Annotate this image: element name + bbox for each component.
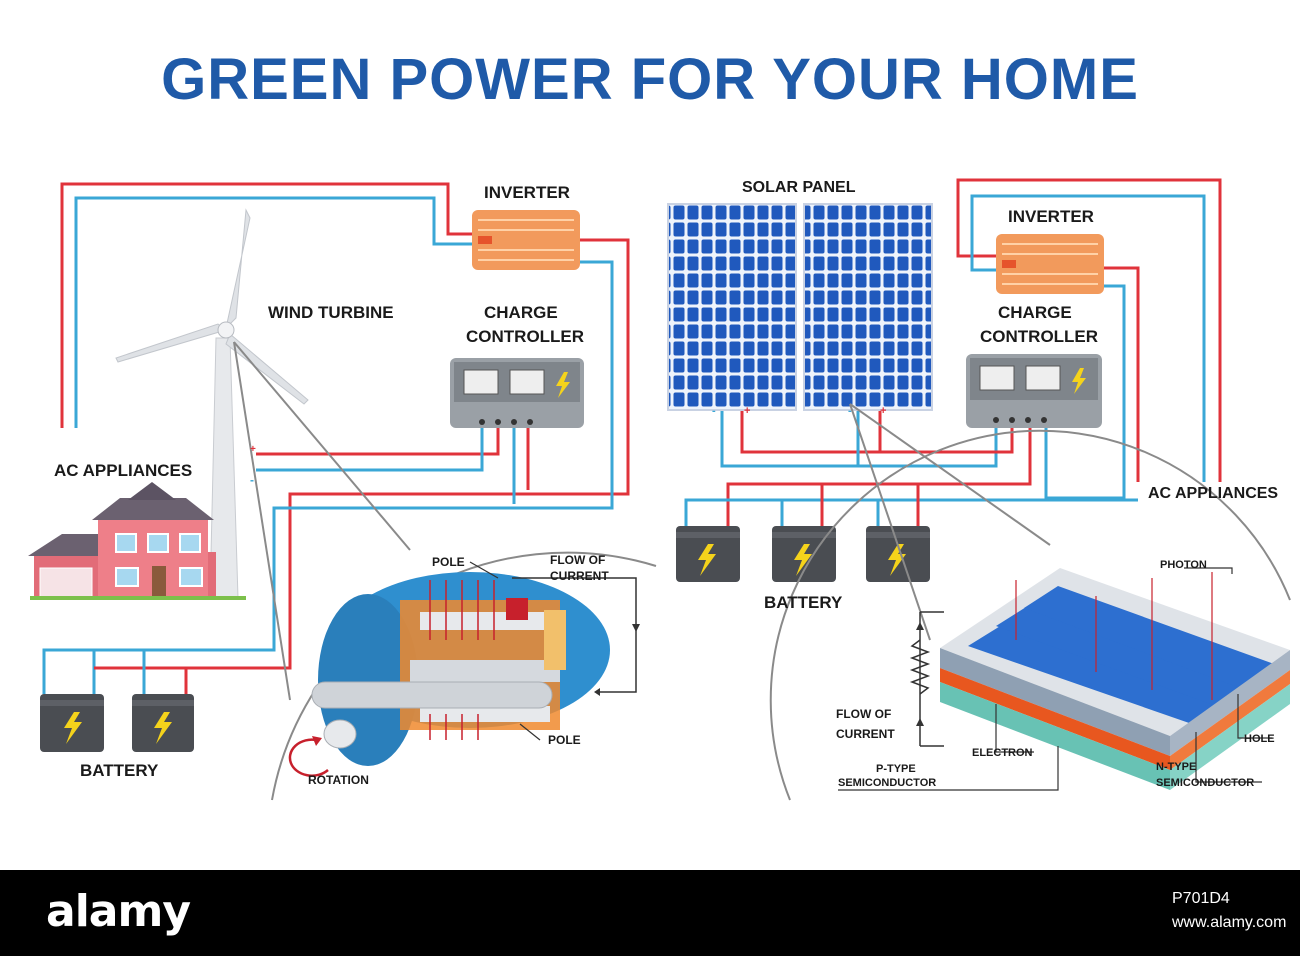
label-charge-left-1: CHARGE — [484, 303, 558, 322]
solar-panel-1 — [667, 203, 797, 411]
battery-left-2 — [132, 694, 194, 752]
label-charge-right-2: CONTROLLER — [980, 327, 1098, 346]
label-pole-top: POLE — [432, 555, 465, 569]
label-charge-right-1: CHARGE — [998, 303, 1072, 322]
label-battery-right: BATTERY — [764, 593, 843, 612]
inverter-left — [472, 210, 580, 270]
ac-wire-negative-left — [74, 196, 472, 428]
battery-right-2 — [772, 526, 836, 582]
turbine-wire-positive — [256, 428, 500, 456]
diagram-canvas: GREEN POWER FOR YOUR HOME — [28, 47, 1291, 801]
label-flow-top-1: FLOW OF — [550, 553, 605, 567]
left-wiring — [42, 182, 630, 694]
label-electron: ELECTRON — [972, 747, 1033, 759]
label-flow-right-2: CURRENT — [836, 727, 895, 741]
label-wind-turbine: WIND TURBINE — [268, 303, 394, 322]
terminal-plus-panel-2: + — [880, 405, 886, 417]
terminal-plus-panel-1: + — [744, 405, 750, 417]
ac-wire-negative-right — [970, 194, 1206, 482]
watermark-logo: alamy — [46, 886, 191, 937]
house — [28, 482, 246, 600]
turbine-wire-negative — [256, 428, 484, 472]
terminal-plus-turbine: + — [250, 444, 256, 455]
solar-cell-cutaway — [769, 429, 1291, 801]
charge-controller-left — [450, 358, 584, 428]
charge-controller-right — [966, 354, 1102, 428]
label-battery-left: BATTERY — [80, 761, 159, 780]
labels: INVERTER WIND TURBINE CHARGE CONTROLLER … — [54, 179, 1278, 789]
label-rotation: ROTATION — [308, 773, 369, 787]
terminal-minus-turbine: - — [250, 473, 254, 487]
terminal-minus-panel-1: - — [712, 405, 716, 417]
solar-callout-line-2 — [849, 403, 931, 641]
label-photon: PHOTON — [1160, 559, 1207, 571]
label-charge-left-2: CONTROLLER — [466, 327, 584, 346]
label-n-type-2: SEMICONDUCTOR — [1156, 777, 1254, 789]
label-hole: HOLE — [1244, 733, 1275, 745]
label-pole-bottom: POLE — [548, 733, 581, 747]
current-flow-path — [512, 577, 637, 693]
generator-cutaway — [271, 551, 657, 801]
page-title: GREEN POWER FOR YOUR HOME — [161, 47, 1139, 112]
solar-callout-line-1 — [849, 403, 1051, 546]
ac-wire-positive-left — [60, 182, 472, 428]
inverter-right — [996, 234, 1104, 294]
battery-bus-neg — [684, 498, 1138, 526]
battery-right-1 — [676, 526, 740, 582]
watermark-image-id: P701D4 — [1172, 890, 1230, 907]
solar-panel-2 — [803, 203, 933, 411]
label-inverter-right: INVERTER — [1008, 207, 1094, 226]
label-p-type-1: P-TYPE — [876, 763, 916, 775]
wind-turbine — [115, 208, 411, 701]
label-inverter-left: INVERTER — [484, 183, 570, 202]
watermark-site: www.alamy.com — [1172, 914, 1287, 931]
label-flow-top-2: CURRENT — [550, 569, 609, 583]
label-flow-right-1: FLOW OF — [836, 707, 891, 721]
inverter-wire-negative — [42, 260, 614, 694]
power-diagram: INVERTER WIND TURBINE CHARGE CONTROLLER … — [28, 178, 1291, 801]
battery-right-3 — [866, 526, 930, 582]
inverter-to-load-neg — [1044, 284, 1126, 500]
terminal-minus-panel-2: - — [848, 405, 852, 417]
panel-wire-pos — [740, 410, 1014, 454]
label-ac-appliances-left: AC APPLIANCES — [54, 461, 192, 480]
inverter-to-load-pos — [1104, 266, 1140, 482]
label-n-type-1: N-TYPE — [1156, 761, 1196, 773]
label-p-type-2: SEMICONDUCTOR — [838, 777, 936, 789]
label-solar-panel: SOLAR PANEL — [742, 179, 856, 196]
rotation-arrow — [288, 738, 329, 777]
label-ac-appliances-right: AC APPLIANCES — [1148, 485, 1278, 502]
battery-left-1 — [40, 694, 104, 752]
watermark-bar — [0, 870, 1300, 956]
